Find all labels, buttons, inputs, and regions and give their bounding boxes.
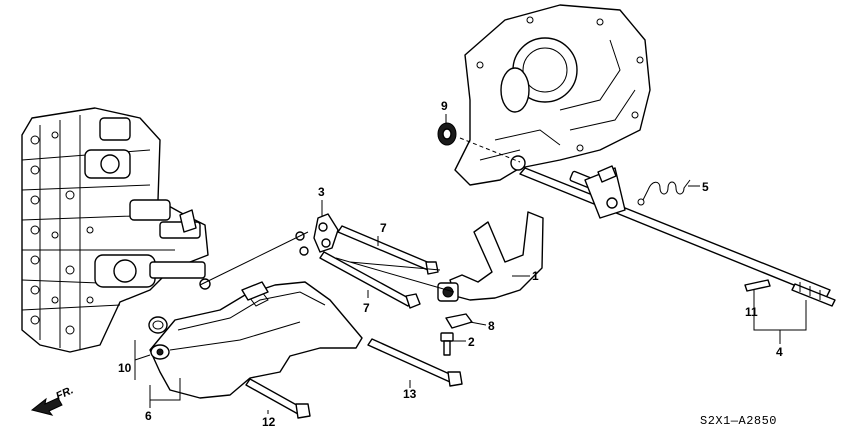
callout-5: 5 bbox=[702, 180, 709, 194]
diagram-code: S2X1—A2850 bbox=[700, 414, 777, 428]
callout-6: 6 bbox=[145, 409, 152, 423]
part-7-bolt-upper bbox=[337, 225, 439, 275]
part-10-o-ring bbox=[148, 316, 168, 334]
part-5-spring bbox=[637, 179, 691, 206]
callout-2: 2 bbox=[468, 335, 475, 349]
part-1-shift-fork bbox=[437, 211, 544, 302]
assembly-lines bbox=[199, 231, 455, 293]
callout-13: 13 bbox=[403, 387, 417, 401]
callout-4: 4 bbox=[776, 345, 783, 359]
callout-9: 9 bbox=[441, 99, 448, 113]
dashed-guide-9 bbox=[459, 137, 521, 163]
callout-7-upper: 7 bbox=[380, 221, 387, 235]
part-8-lock-plate bbox=[445, 313, 473, 329]
part-12-bolt bbox=[245, 378, 311, 419]
part-11-pin bbox=[744, 279, 771, 292]
callout-11: 11 bbox=[745, 305, 758, 319]
callout-3: 3 bbox=[318, 185, 325, 199]
part-13-bolt bbox=[367, 338, 463, 387]
part-3-bracket bbox=[313, 213, 339, 253]
transmission-case bbox=[454, 4, 651, 186]
front-arrow-icon bbox=[30, 397, 63, 416]
washers-3 bbox=[295, 231, 309, 256]
callout-1: 1 bbox=[532, 269, 539, 283]
part-2-bolt bbox=[440, 332, 454, 356]
leader-lines bbox=[134, 114, 807, 414]
callout-7-lower: 7 bbox=[363, 301, 370, 315]
valve-body bbox=[21, 107, 211, 353]
part-6-strainer bbox=[149, 281, 363, 399]
part-4-shift-shaft bbox=[519, 165, 836, 307]
front-direction-label: FR. bbox=[54, 384, 75, 402]
callout-10: 10 bbox=[118, 361, 132, 375]
callout-12: 12 bbox=[262, 415, 276, 429]
callout-8: 8 bbox=[488, 319, 495, 333]
part-7-bolt-lower bbox=[319, 251, 421, 309]
part-9-seal bbox=[437, 122, 457, 146]
